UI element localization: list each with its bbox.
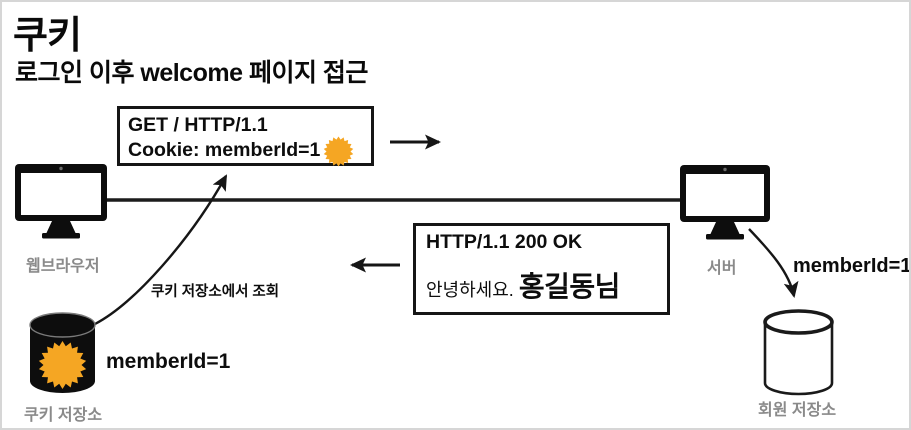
server-monitor-icon — [680, 165, 770, 240]
response-message-box: HTTP/1.1 200 OK 안녕하세요. 홍길동님 — [413, 223, 670, 315]
browser-label: 웹브라우저 — [26, 258, 100, 275]
greeting-prefix: 안녕하세요. — [426, 280, 519, 300]
page-subtitle: 로그인 이후 welcome 페이지 접근 — [15, 59, 368, 87]
cookie-icon — [38, 341, 87, 389]
response-status-line: HTTP/1.1 200 OK — [426, 231, 583, 253]
member-store-cylinder-icon — [763, 309, 834, 396]
member-store-value: memberId=1 — [793, 255, 911, 277]
camera-dot-icon — [723, 167, 727, 172]
member-store-label: 회원 저장소 — [758, 402, 837, 419]
cookie-lookup-arrow — [94, 174, 228, 326]
request-message-box: GET / HTTP/1.1 Cookie: memberId=1 — [117, 106, 374, 167]
page-title: 쿠키 — [13, 15, 82, 57]
cookie-icon — [323, 136, 354, 167]
cookie-lookup-label: 쿠키 저장소에서 조회 — [151, 284, 280, 300]
greeting-name: 홍길동님 — [518, 271, 621, 302]
browser-monitor-icon — [15, 164, 107, 239]
cookie-store-cylinder-icon — [29, 312, 96, 393]
response-greeting: 안녕하세요. 홍길동님 — [426, 265, 620, 305]
cookie-store-label: 쿠키 저장소 — [24, 407, 103, 424]
cookie-store-value: memberId=1 — [106, 350, 231, 373]
request-line-2: Cookie: memberId=1 — [128, 138, 321, 161]
server-label: 서버 — [707, 260, 737, 277]
server-to-member-store-arrow — [748, 228, 799, 298]
camera-dot-icon — [59, 166, 63, 171]
request-line-1: GET / HTTP/1.1 — [128, 114, 268, 136]
